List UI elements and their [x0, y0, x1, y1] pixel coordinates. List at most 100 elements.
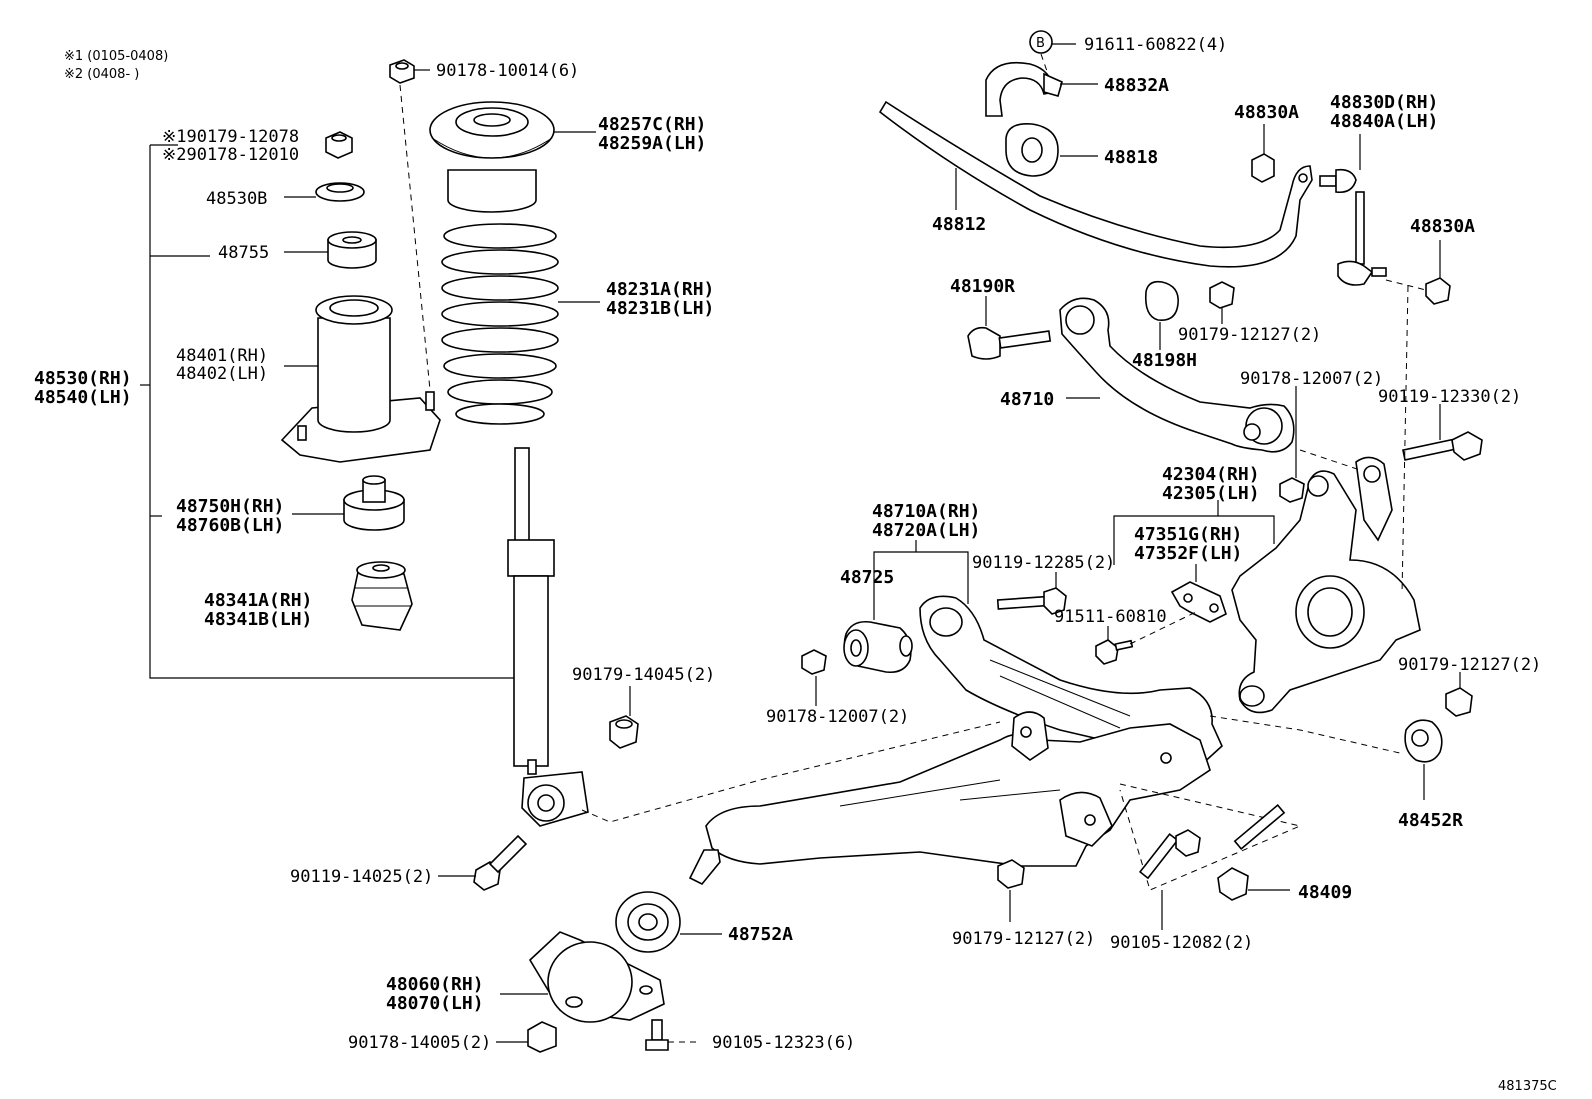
bracket-47351G-part: [1170, 581, 1227, 623]
label-48750H: 48750H(RH): [176, 496, 284, 517]
bolt-91511-60810-part: [1095, 639, 1134, 665]
label-48530: 48530(RH): [34, 368, 132, 389]
cushion-48198H-part: [1144, 280, 1179, 321]
bolt-90119-12285-part: [996, 587, 1067, 615]
coil-spring-48231A-part: [441, 223, 559, 425]
dashed-guide: [581, 721, 1001, 823]
label-48720A: 48720A(LH): [872, 520, 980, 541]
label-42304: 42304(RH): [1162, 464, 1260, 485]
dust-boot-48401-part: [280, 295, 441, 463]
nut-90179-12127-c-part: [997, 859, 1025, 889]
bushing-48452R-part: [1404, 719, 1443, 763]
label-48725: 48725: [840, 567, 894, 588]
label-48401: 48401(RH): [176, 346, 268, 366]
label-48760B: 48760B(LH): [176, 515, 284, 536]
label-48830A-right: 48830A: [1410, 216, 1475, 237]
label-47352F: 47352F(LH): [1134, 543, 1242, 564]
bump-stop-48750H-part: [343, 475, 405, 531]
dashed-guide: [399, 84, 431, 391]
label-48818: 48818: [1104, 147, 1158, 168]
label-48402: 48402(LH): [176, 364, 268, 384]
label-48060: 48060(RH): [386, 974, 484, 995]
lower-arm-48710A-part: [919, 595, 1223, 767]
dashed-guide: [1129, 611, 1197, 645]
bushing-48725-part: [843, 620, 913, 674]
label-48070: 48070(LH): [386, 993, 484, 1014]
label-90105-12082: 90105-12082(2): [1110, 933, 1253, 953]
dashed-guide: [1209, 715, 1405, 755]
bracket-42304: [1113, 515, 1275, 565]
bolt-90105-12323-part: [645, 1019, 669, 1051]
note-2: ※2 (0408- ): [64, 67, 139, 82]
figure-code: 481375C: [1498, 1079, 1557, 1094]
label-90178-12010: ※290178-12010: [162, 145, 299, 165]
nut-90178-10014-part: [389, 59, 415, 84]
bracket-48832A-part: [985, 61, 1063, 117]
label-90179-12127-b: 90179-12127(2): [1398, 655, 1541, 675]
nut-90179-12127-b-part: [1445, 687, 1473, 717]
upper-arm-48710-part: [1059, 297, 1295, 453]
nut-90179-12078-part: [325, 131, 353, 159]
label-48190R: 48190R: [950, 276, 1015, 297]
label-48830A-top: 48830A: [1234, 102, 1299, 123]
nut-90178-12007-a-part: [1279, 477, 1305, 503]
nut-90178-12007-b-part: [801, 649, 827, 675]
label-90178-14005: 90178-14005(2): [348, 1033, 491, 1053]
dashed-guide: [1385, 279, 1427, 291]
label-90119-14025: 90119-14025(2): [290, 867, 433, 887]
label-48341A: 48341A(RH): [204, 590, 312, 611]
label-90179-12078: ※190179-12078: [162, 127, 299, 147]
label-91511-60810: 91511-60810: [1054, 607, 1167, 627]
label-42305: 42305(LH): [1162, 483, 1260, 504]
label-48812: 48812: [932, 214, 986, 235]
label-48409: 48409: [1298, 882, 1352, 903]
nut-90179-14045-part: [609, 715, 639, 749]
dashed-guide: [1119, 783, 1302, 891]
label-90179-12127-a: 90179-12127(2): [1178, 325, 1321, 345]
bolt-90105-12082-part: [1138, 829, 1201, 880]
label-48755: 48755: [218, 243, 269, 263]
label-48832A: 48832A: [1104, 75, 1169, 96]
label-90119-12285: 90119-12285(2): [972, 553, 1115, 573]
label-91611-60822: 91611-60822(4): [1084, 35, 1227, 55]
nut-48830A-top-part: [1251, 153, 1275, 183]
label-90105-12323: 90105-12323(6): [712, 1033, 855, 1053]
svg-text:B: B: [1036, 36, 1045, 51]
bushing-48752A-part: [615, 891, 681, 953]
label-48540: 48540(LH): [34, 387, 132, 408]
washer-48530B-part: [315, 182, 365, 202]
assembly-bracket-48530: [149, 145, 520, 679]
b-circle-icon: B: [1029, 30, 1053, 54]
label-48840A: 48840A(LH): [1330, 111, 1438, 132]
bolt-48190R-part: [967, 326, 1052, 360]
nut-48830A-right-part: [1425, 277, 1451, 305]
label-90119-12330: 90119-12330(2): [1378, 387, 1521, 407]
dashed-guide: [1401, 285, 1409, 595]
label-48452R: 48452R: [1398, 810, 1463, 831]
steering-knuckle-42304-part: [1231, 456, 1421, 714]
bracket-48060-part: [528, 931, 665, 1023]
label-47351G: 47351G(RH): [1134, 524, 1242, 545]
dashed-guide: [1040, 53, 1049, 75]
label-48257C: 48257C(RH): [598, 114, 706, 135]
bump-stop-48341A-part: [351, 561, 413, 631]
label-48752A: 48752A: [728, 924, 793, 945]
label-48198H: 48198H: [1132, 350, 1197, 371]
bolt-90119-12330-part: [1402, 431, 1483, 461]
shock-absorber-part: [507, 447, 589, 827]
label-90178-10014: 90178-10014(6): [436, 61, 579, 81]
nut-90178-14005-part: [527, 1021, 557, 1053]
label-48231B: 48231B(LH): [606, 298, 714, 319]
label-48830D: 48830D(RH): [1330, 92, 1438, 113]
label-90179-14045: 90179-14045(2): [572, 665, 715, 685]
label-90178-12007-b: 90178-12007(2): [766, 707, 909, 727]
rear-lower-arm-part: [688, 711, 1211, 886]
stabilizer-bar-48812-part: [878, 100, 1313, 268]
label-48710: 48710: [1000, 389, 1054, 410]
bracket-48710A: [873, 551, 969, 604]
bolt-48409-part: [1217, 804, 1286, 901]
label-48530B: 48530B: [206, 189, 267, 209]
label-48259A: 48259A(LH): [598, 133, 706, 154]
label-48341B: 48341B(LH): [204, 609, 312, 630]
